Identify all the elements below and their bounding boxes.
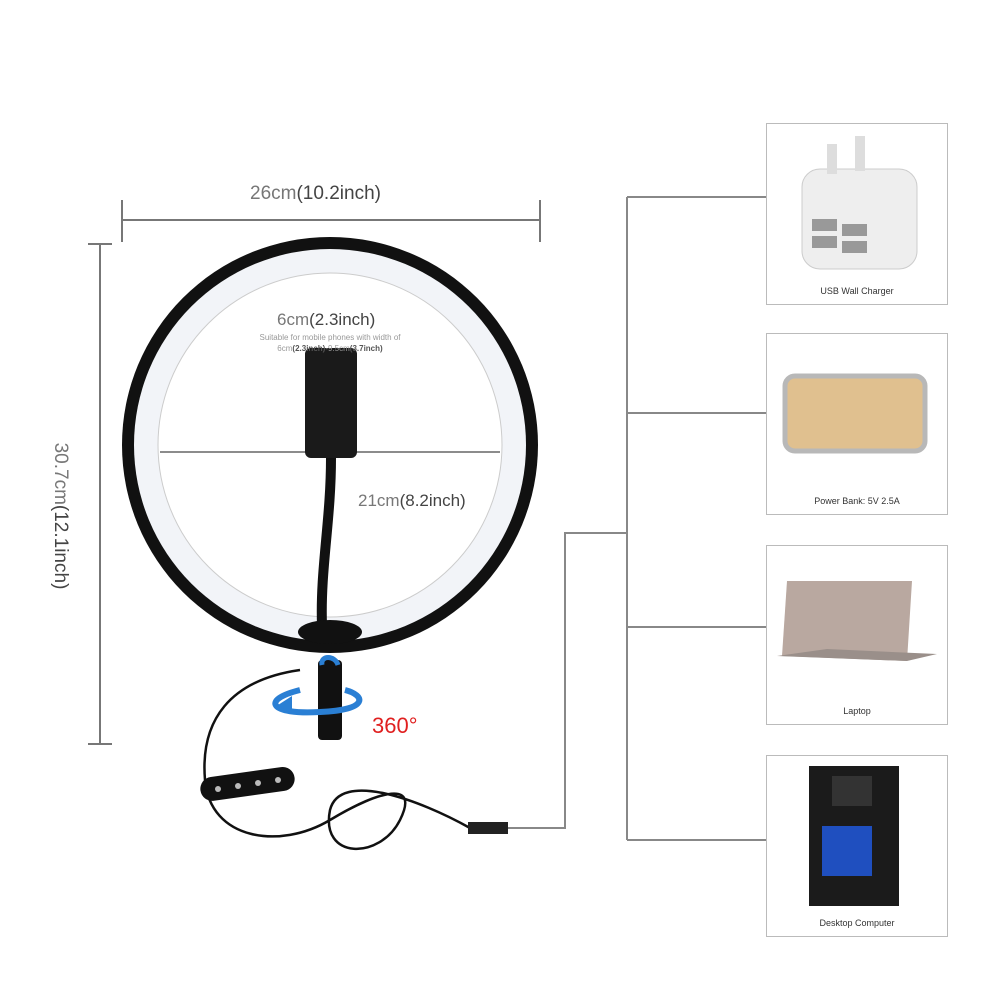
usb-wall-charger-icon [801,136,918,270]
device-laptop: Laptop [766,545,948,725]
clamp-width-label: 6cm(2.3inch) [277,310,376,329]
device-label: Desktop Computer [819,918,895,928]
device-label: USB Wall Charger [820,286,894,296]
inner-diameter-label: 21cm(8.2inch) [358,491,466,510]
control-switch [200,766,295,801]
desktop-computer-icon [809,766,899,906]
width-label: 26cm(10.2inch) [250,183,381,204]
ball-head [318,660,342,740]
gooseneck [316,457,336,626]
height-label: 30.7cm(12.1inch) [50,442,71,590]
width-dimension-line [121,200,541,242]
rotate-arrow-icon [272,687,363,716]
phone-clamp [305,348,357,458]
connector-lines [508,196,766,841]
power-bank-icon [782,373,928,454]
device-usb-wall-charger: USB Wall Charger [766,123,948,305]
usb-plug [468,822,508,834]
clamp-note: Suitable for mobile phones with width of… [259,333,401,353]
device-power-bank: Power Bank: 5V 2.5A [766,333,948,515]
device-desktop-computer: Desktop Computer [766,755,948,937]
device-label: Power Bank: 5V 2.5A [814,496,900,506]
laptop-icon [777,581,937,661]
device-label: Laptop [843,706,871,716]
usb-cable [203,668,471,851]
rotation-label: 360° [372,713,418,738]
height-dimension-line [88,243,112,745]
